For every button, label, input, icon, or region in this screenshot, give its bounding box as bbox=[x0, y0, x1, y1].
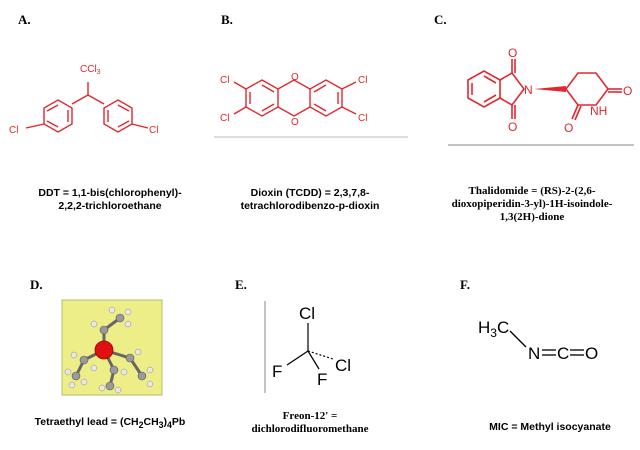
caption-line: dichlorodifluoromethane bbox=[251, 423, 369, 435]
caption-text: ) bbox=[163, 416, 168, 428]
caption-line: Freon-12' = bbox=[282, 410, 338, 422]
o-bottom-label: O bbox=[291, 117, 299, 128]
o-bottom-label: O bbox=[508, 120, 517, 134]
caption-line: DDT = 1,1-bis(chlorophenyl)- bbox=[38, 187, 182, 199]
panel-d-caption: Tetraethyl lead = (CH2CH3)4Pb bbox=[10, 416, 210, 432]
ccl3-label: CCl3 bbox=[80, 64, 101, 76]
panel-a-letter: A. bbox=[18, 12, 31, 27]
caption-line: 2,2,2-trichloroethane bbox=[58, 200, 162, 212]
panel-b-letter: B. bbox=[221, 12, 233, 27]
n-label: N bbox=[524, 83, 533, 97]
caption-line: 1,3(2H)-dione bbox=[499, 211, 565, 223]
cl-bottom-left-label: Cl bbox=[220, 113, 229, 124]
methyl-isocyanate-structure: H3C N C O bbox=[478, 318, 598, 363]
panel-c-letter: C. bbox=[434, 12, 447, 27]
cl-left-label: Cl bbox=[9, 125, 18, 136]
nh-label: NH bbox=[590, 104, 607, 118]
caption-text: Tetraethyl lead = (CH bbox=[34, 416, 139, 428]
caption-line: Thalidomide = (RS)-2-(2,6- bbox=[468, 185, 596, 197]
caption-line: tetrachlorodibenzo-p-dioxin bbox=[240, 200, 380, 212]
c-label: C bbox=[557, 344, 569, 363]
caption-subscript: 3 bbox=[158, 420, 164, 431]
tetraethyl-lead-model bbox=[61, 299, 163, 396]
cl-top-right-label: Cl bbox=[358, 75, 367, 86]
caption-line: Dioxin (TCDD) = 2,3,7,8- bbox=[250, 187, 370, 199]
panel-e-caption: Freon-12' = dichlorodifluoromethane bbox=[225, 410, 395, 436]
o-right-label: O bbox=[623, 84, 632, 98]
n-label: N bbox=[528, 344, 540, 363]
f-left-label: F bbox=[272, 362, 282, 381]
panel-f-letter: F. bbox=[460, 277, 470, 292]
caption-text: CH bbox=[143, 416, 159, 428]
dioxin-structure: O O Cl Cl Cl Cl bbox=[214, 72, 408, 138]
panel-d-letter: D. bbox=[30, 277, 43, 292]
o-label: O bbox=[585, 344, 598, 363]
panel-b-caption: Dioxin (TCDD) = 2,3,7,8- tetrachlorodibe… bbox=[225, 187, 395, 213]
cl-top-label: Cl bbox=[299, 304, 315, 323]
caption-subscript: 2 bbox=[138, 420, 144, 431]
cl-right-label: Cl bbox=[149, 125, 158, 136]
cl-top-left-label: Cl bbox=[220, 75, 229, 86]
panel-f-caption: MIC = Methyl isocyanate bbox=[489, 421, 611, 433]
panel-c-caption: Thalidomide = (RS)-2-(2,6- dioxopiperidi… bbox=[432, 185, 632, 224]
caption-text: Pb bbox=[171, 416, 186, 428]
o-top-label: O bbox=[508, 46, 517, 60]
cl-bottom-right-label: Cl bbox=[358, 113, 367, 124]
o-top-label: O bbox=[291, 72, 299, 83]
thalidomide-structure: O O N O NH O bbox=[448, 46, 634, 146]
caption-line: dioxopiperidin-3-yl)-1H-isoindole- bbox=[451, 198, 613, 210]
ddt-structure: CCl3 Cl Cl bbox=[9, 64, 158, 136]
h3c-label: H3C bbox=[478, 318, 509, 340]
freon-structure: Cl Cl F F bbox=[264, 301, 351, 393]
cl-right-label: Cl bbox=[335, 356, 351, 375]
panel-e-letter: E. bbox=[235, 277, 247, 292]
caption-subscript: 4 bbox=[167, 420, 172, 431]
panel-a-caption: DDT = 1,1-bis(chlorophenyl)- 2,2,2-trich… bbox=[20, 187, 200, 213]
o-lower-label: O bbox=[564, 121, 573, 135]
f-right-label: F bbox=[317, 370, 327, 389]
